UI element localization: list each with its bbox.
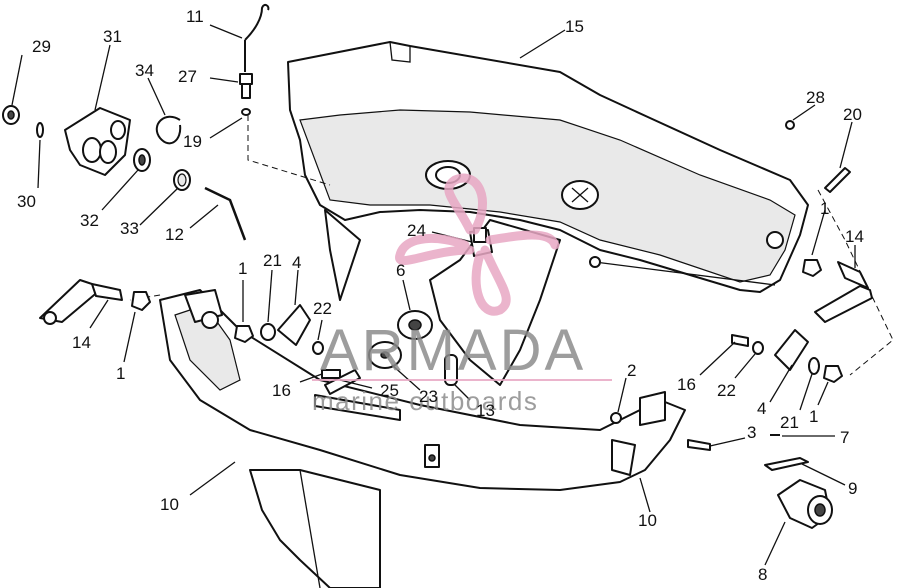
part-14-lever-left [39, 279, 123, 325]
callout-11: 11 [186, 7, 204, 26]
callout-1-right-lower: 1 [809, 407, 818, 426]
callout-24: 24 [407, 221, 426, 240]
callout-20: 20 [843, 105, 862, 124]
part-33-bushing [173, 169, 191, 191]
callout-19: 19 [183, 132, 202, 151]
callout-16-left: 16 [272, 381, 291, 400]
part-11-wire [244, 3, 270, 72]
part-20-bolt [824, 167, 851, 193]
part-23-grommet [368, 341, 402, 369]
callout-4-right: 4 [757, 399, 766, 418]
callout-10-right: 10 [638, 511, 657, 530]
part-14-lever-right [814, 261, 873, 323]
part-30-ring [36, 122, 44, 138]
part-21-washers [260, 323, 820, 375]
part-31-bracket [64, 107, 131, 176]
callout-8: 8 [758, 565, 767, 584]
part-6-grommet [397, 310, 433, 340]
callout-15: 15 [565, 17, 584, 36]
callout-25: 25 [380, 381, 399, 400]
callout-12: 12 [165, 225, 184, 244]
callout-6: 6 [396, 261, 405, 280]
part-2-grommet [610, 412, 622, 424]
watermark: ARMADA marine outboards [312, 173, 612, 416]
callout-7: 7 [840, 428, 849, 447]
callout-29: 29 [32, 37, 51, 56]
callout-14-right: 14 [845, 227, 864, 246]
part-34-clip [155, 115, 182, 145]
callout-1-left: 1 [116, 364, 125, 383]
callout-13: 13 [476, 401, 495, 420]
callout-22-right: 22 [717, 381, 736, 400]
part-22-washers [312, 341, 764, 355]
upper-motor-cover [287, 41, 809, 386]
callout-30: 30 [17, 192, 36, 211]
callout-16-right: 16 [677, 375, 696, 394]
callout-4-left: 4 [292, 253, 301, 272]
part-9-gasket [764, 457, 809, 471]
dashed-guide-19 [247, 115, 331, 186]
part-8-fitting [777, 479, 833, 529]
part-25-stud [324, 369, 361, 395]
watermark-brand: ARMADA [320, 318, 586, 383]
callout-leaders [11, 24, 856, 566]
part-28-nut [785, 120, 795, 130]
callout-27: 27 [178, 67, 197, 86]
callout-2: 2 [627, 361, 636, 380]
part-32-washer [133, 148, 151, 172]
callout-labels: 29 31 34 11 27 19 15 28 20 30 32 33 12 2… [17, 7, 864, 584]
part-1-nuts [131, 259, 843, 383]
watermark-propeller-logo [395, 173, 560, 316]
part-3-bolt [687, 439, 711, 451]
part-27-fitting [239, 73, 253, 116]
callout-34: 34 [135, 61, 154, 80]
callout-3: 3 [747, 423, 756, 442]
callout-21-right: 21 [780, 413, 799, 432]
part-13-seal [444, 354, 458, 386]
callout-10-left: 10 [160, 495, 179, 514]
watermark-tagline: marine outboards [312, 386, 538, 416]
part-29-plug [2, 105, 20, 125]
callout-31: 31 [103, 27, 122, 46]
callout-1-right-upper: 1 [820, 199, 829, 218]
callout-22-left: 22 [313, 299, 332, 318]
callout-1-upper-left: 1 [238, 259, 247, 278]
callout-23: 23 [419, 387, 438, 406]
callout-32: 32 [80, 211, 99, 230]
lower-motor-cover [159, 289, 686, 588]
callout-21-left: 21 [263, 251, 282, 270]
part-4-latch-plates [277, 304, 809, 371]
callout-14-left: 14 [72, 333, 91, 352]
callout-9: 9 [848, 479, 857, 498]
part-12-rod [204, 186, 247, 241]
callout-33: 33 [120, 219, 139, 238]
callout-28: 28 [806, 88, 825, 107]
